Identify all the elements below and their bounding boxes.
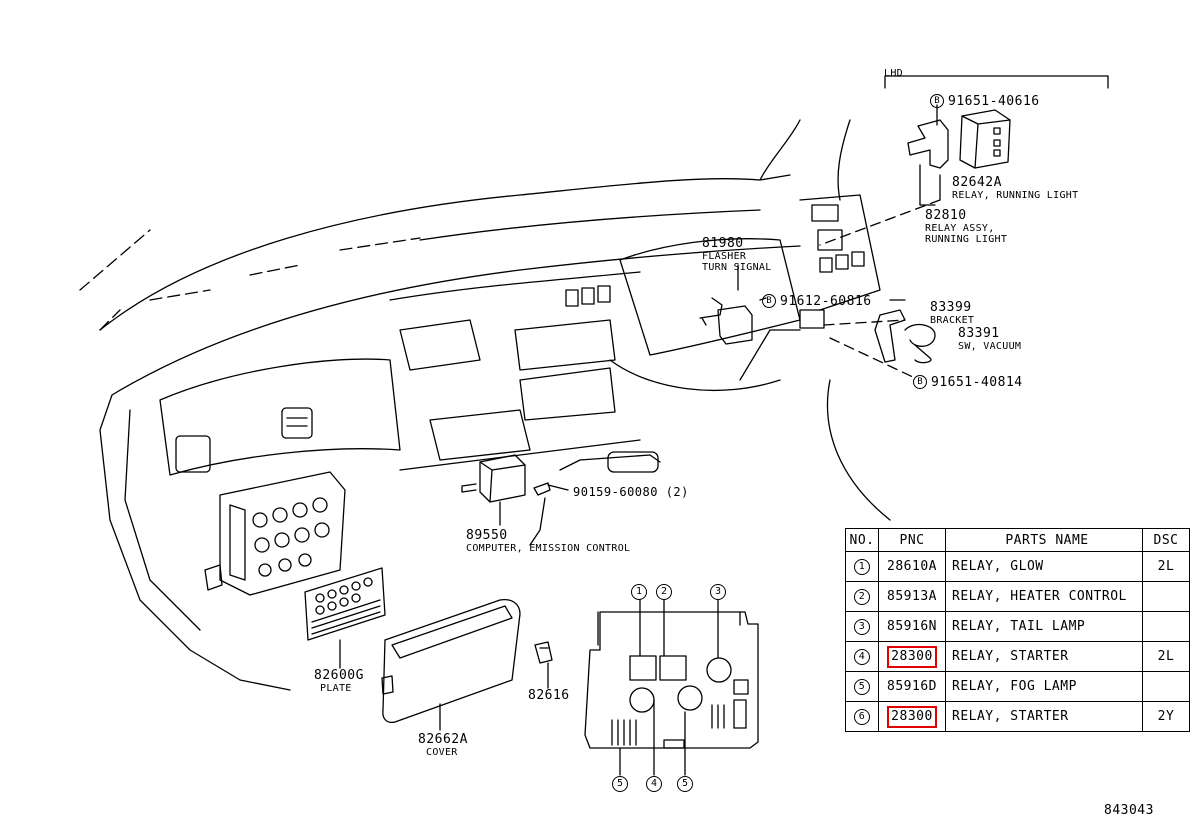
- relay-running-light: [959, 109, 1011, 169]
- plate-82600g: [304, 567, 386, 641]
- bolt-b-icon: B: [913, 374, 927, 389]
- pnc-value: 28610A: [887, 559, 937, 574]
- callout-90159-60080: 90159-60080 (2): [573, 485, 689, 499]
- marker-4: 4: [646, 776, 662, 792]
- pnc-value: 85913A: [887, 589, 937, 604]
- flasher-turn-signal: [699, 297, 753, 345]
- relay-bracket-82810: [907, 104, 949, 169]
- row-number: 5: [845, 671, 879, 702]
- row-dsc: [1142, 581, 1190, 612]
- dash-left-face: [99, 394, 291, 691]
- row-number: 3: [845, 611, 879, 642]
- callout-83399: 83399 BRACKET: [930, 300, 975, 326]
- pnc-value: 85916D: [887, 679, 937, 694]
- pnc-highlighted: 28300: [887, 645, 937, 668]
- center-panel: [399, 319, 481, 371]
- marker-3: 3: [710, 584, 726, 600]
- dash-top-contour: [99, 174, 791, 331]
- callout-81980: 81980 FLASHER TURN SIGNAL: [702, 236, 772, 273]
- row-parts-name: RELAY, STARTER: [945, 641, 1143, 672]
- table-row: 5 85916D RELAY, FOG LAMP: [845, 671, 1190, 702]
- callout-82600g: 82600G PLATE: [314, 668, 364, 694]
- row-parts-name: RELAY, TAIL LAMP: [945, 611, 1143, 642]
- row-number-circle: 3: [854, 619, 870, 635]
- marker-5b: 5: [677, 776, 693, 792]
- row-parts-name: RELAY, STARTER: [945, 701, 1143, 732]
- callout-82662a: 82662A COVER: [418, 732, 468, 758]
- header-no: NO.: [845, 528, 879, 552]
- row-number: 1: [845, 551, 879, 582]
- pnc-highlighted: 28300: [887, 705, 937, 728]
- parts-table: NO. PNC PARTS NAME DSC 1 28610A RELAY, GLO…: [845, 528, 1190, 732]
- row-pnc: 28300: [878, 701, 946, 732]
- row-pnc: 28300: [878, 641, 946, 672]
- pnc-value: 85916N: [887, 619, 937, 634]
- header-pnc: PNC: [878, 528, 946, 552]
- row-parts-name: RELAY, FOG LAMP: [945, 671, 1143, 702]
- callout-82642a: 82642A RELAY, RUNNING LIGHT: [952, 175, 1079, 201]
- bolt-b-icon: B: [930, 93, 944, 108]
- callout-82810: 82810 RELAY ASSY, RUNNING LIGHT: [925, 208, 1008, 245]
- marker-5a: 5: [612, 776, 628, 792]
- header-parts-name: PARTS NAME: [945, 528, 1143, 552]
- table-row: 3 85916N RELAY, TAIL LAMP: [845, 611, 1190, 642]
- row-pnc: 28610A: [878, 551, 946, 582]
- parts-table-header: NO. PNC PARTS NAME DSC: [845, 528, 1190, 552]
- row-dsc: 2L: [1142, 641, 1190, 672]
- row-pnc: 85916D: [878, 671, 946, 702]
- row-number: 6: [845, 701, 879, 732]
- row-dsc: 2Y: [1142, 701, 1190, 732]
- clip-82616: [534, 641, 553, 664]
- callout-89550: 89550 COMPUTER, EMISSION CONTROL: [466, 528, 631, 554]
- row-dsc: 2L: [1142, 551, 1190, 582]
- row-parts-name: RELAY, HEATER CONTROL: [945, 581, 1143, 612]
- relay-block: [584, 611, 759, 749]
- row-number: 2: [845, 581, 879, 612]
- row-number-circle: 4: [854, 649, 870, 665]
- row-dsc: [1142, 671, 1190, 702]
- bolt-b-icon: B: [762, 293, 776, 308]
- ecu-emission: [461, 454, 526, 503]
- junction-block: [204, 471, 346, 596]
- row-pnc: 85913A: [878, 581, 946, 612]
- lhd-bracket: [884, 75, 1109, 89]
- dash-top-contour-2: [111, 245, 801, 396]
- cover-82662a: [381, 598, 521, 724]
- table-row: 2 85913A RELAY, HEATER CONTROL: [845, 581, 1190, 612]
- vacuum-switch: [874, 299, 936, 364]
- callout-83391: 83391 SW, VACUUM: [958, 326, 1022, 352]
- header-dsc: DSC: [1142, 528, 1190, 552]
- row-dsc: [1142, 611, 1190, 642]
- row-number-circle: 5: [854, 679, 870, 695]
- lhd-label: LHD: [884, 68, 903, 79]
- cluster-hood: [159, 358, 401, 476]
- row-number-circle: 6: [854, 709, 870, 725]
- row-parts-name: RELAY, GLOW: [945, 551, 1143, 582]
- marker-2: 2: [656, 584, 672, 600]
- row-number-circle: 1: [854, 559, 870, 575]
- callout-82616: 82616: [528, 688, 570, 703]
- diagram-id: 843043: [1104, 803, 1154, 818]
- row-number-circle: 2: [854, 589, 870, 605]
- marker-1: 1: [631, 584, 647, 600]
- row-number: 4: [845, 641, 879, 672]
- row-pnc: 85916N: [878, 611, 946, 642]
